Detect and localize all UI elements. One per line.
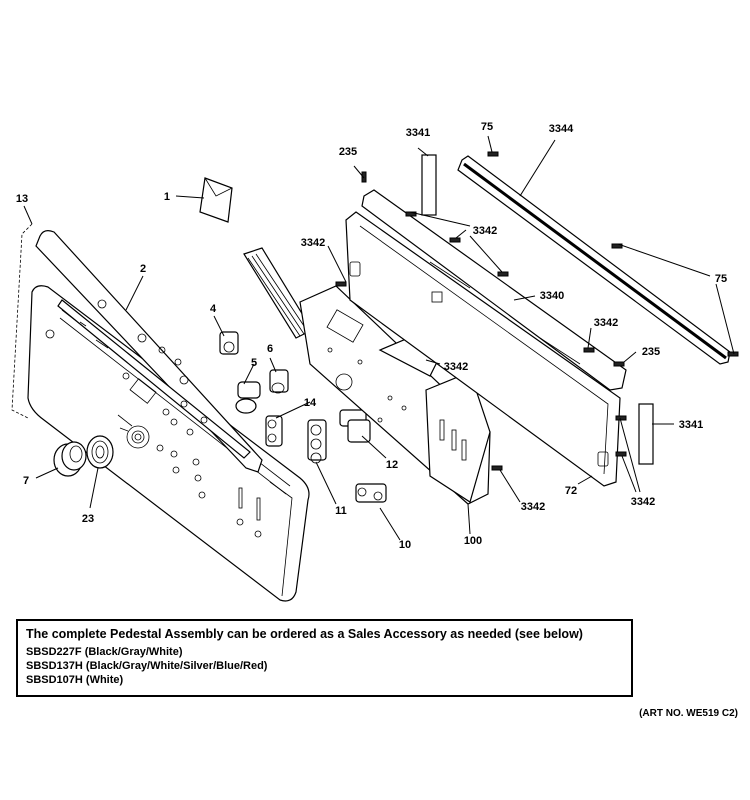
callout-3342-bottom: 3342 (521, 501, 545, 513)
callout-3340: 3340 (540, 290, 564, 302)
callout-3344: 3344 (549, 123, 574, 135)
callout-12: 12 (386, 459, 398, 471)
callout-75-right: 75 (715, 273, 727, 285)
callout-4: 4 (210, 303, 217, 315)
callout-3342-lower-right: 3342 (631, 496, 655, 508)
callout-7: 7 (23, 475, 29, 487)
callout-14: 14 (304, 397, 317, 409)
instruction-sheet (199, 177, 233, 223)
display-bezel (35, 230, 263, 473)
note-heading: The complete Pedestal Assembly can be or… (26, 627, 583, 641)
callout-3342-top: 3342 (473, 225, 497, 237)
left-side-trim (421, 154, 437, 216)
callout-labels: 1 2 4 5 6 14 11 12 10 7 23 13 235 3341 7… (16, 121, 727, 551)
callout-100: 100 (464, 535, 482, 547)
callout-23: 23 (82, 513, 94, 525)
model-line: SBSD107H (White) (26, 674, 124, 686)
screws (335, 151, 739, 471)
pedestal-note-box: The complete Pedestal Assembly can be or… (16, 619, 633, 697)
callout-6: 6 (267, 343, 273, 355)
leader-lines (23, 135, 735, 541)
art-number: (ART NO. WE519 C2) (639, 708, 738, 719)
ribbon-cable (243, 247, 313, 339)
callout-3342-right: 3342 (594, 317, 618, 329)
callout-75-top: 75 (481, 121, 493, 133)
knob-assembly (53, 435, 114, 477)
callout-5: 5 (251, 357, 257, 369)
model-line: SBSD227F (Black/Gray/White) (26, 646, 183, 658)
switch-components (219, 331, 387, 503)
callout-3342-center: 3342 (444, 361, 468, 373)
rear-frame (345, 189, 627, 487)
callout-2: 2 (140, 263, 146, 275)
callout-13: 13 (16, 193, 28, 205)
callout-235-right: 235 (642, 346, 660, 358)
top-cap-strip (457, 155, 731, 365)
model-line: SBSD137H (Black/Gray/White/Silver/Blue/R… (26, 660, 268, 672)
right-side-trim (638, 403, 654, 465)
callout-3341-right: 3341 (679, 419, 703, 431)
callout-3341-top: 3341 (406, 127, 430, 139)
callout-235-top: 235 (339, 146, 357, 158)
callout-72: 72 (565, 485, 577, 497)
callout-11: 11 (335, 505, 347, 517)
callout-1: 1 (164, 191, 170, 203)
callout-3342-left: 3342 (301, 237, 325, 249)
callout-10: 10 (399, 539, 411, 551)
